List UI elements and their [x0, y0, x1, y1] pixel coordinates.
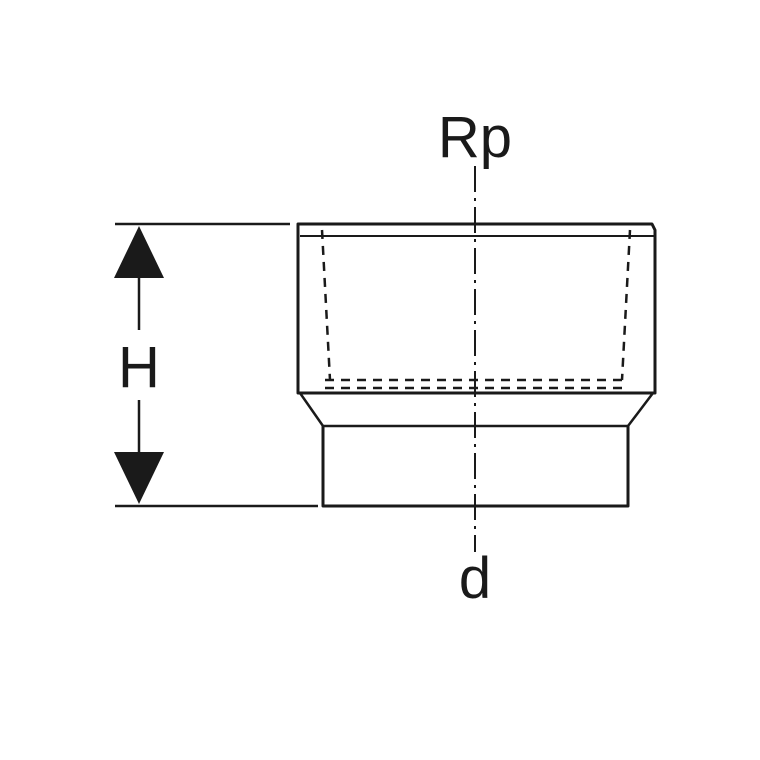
thread-right [620, 229, 632, 381]
taper [298, 392, 654, 427]
fitting-body [296, 222, 657, 508]
label-d: d [459, 546, 491, 611]
arrow-up-icon [114, 226, 164, 278]
socket-outline [296, 222, 657, 395]
arrow-down-icon [114, 452, 164, 504]
thread-hidden-lines [320, 229, 632, 390]
label-rp: Rp [438, 105, 512, 170]
label-h: H [118, 335, 160, 400]
thread-left [320, 229, 332, 381]
height-dimension [114, 226, 164, 504]
